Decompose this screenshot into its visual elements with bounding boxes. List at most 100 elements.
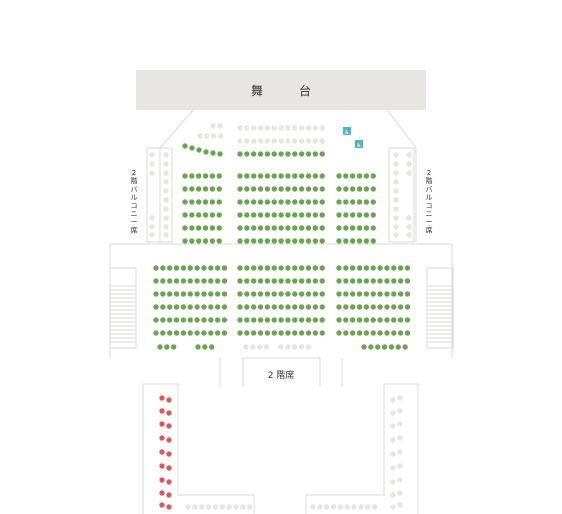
seat[interactable] <box>278 186 284 192</box>
seat[interactable] <box>377 317 383 323</box>
seat[interactable] <box>202 199 209 205</box>
seat[interactable] <box>285 225 291 231</box>
seat[interactable] <box>244 186 250 192</box>
seat[interactable] <box>237 291 243 297</box>
seat[interactable] <box>305 151 312 157</box>
seat[interactable] <box>264 238 271 244</box>
seat[interactable] <box>187 265 193 271</box>
seat[interactable] <box>159 490 165 496</box>
seat[interactable] <box>157 344 163 350</box>
seat[interactable] <box>216 199 222 205</box>
seat[interactable] <box>356 317 363 323</box>
seat[interactable] <box>214 304 221 310</box>
seat[interactable] <box>397 278 404 284</box>
seat[interactable] <box>221 278 228 284</box>
seat[interactable] <box>298 330 305 336</box>
seat[interactable] <box>350 212 356 218</box>
seat[interactable] <box>363 238 370 244</box>
seat[interactable] <box>298 225 305 231</box>
seat[interactable] <box>180 291 187 297</box>
seat[interactable] <box>312 291 319 297</box>
seat[interactable] <box>336 330 342 336</box>
seat[interactable] <box>237 278 243 284</box>
seat[interactable] <box>363 212 370 218</box>
seat[interactable] <box>153 291 159 297</box>
seat[interactable] <box>343 238 349 244</box>
seat[interactable] <box>343 225 349 231</box>
seat[interactable] <box>153 278 159 284</box>
seat[interactable] <box>182 212 188 218</box>
seat[interactable] <box>237 173 243 179</box>
seat[interactable] <box>298 151 305 157</box>
seat[interactable] <box>257 278 264 284</box>
seat[interactable] <box>336 173 342 179</box>
seat[interactable] <box>278 291 284 297</box>
seat[interactable] <box>404 265 411 271</box>
seat[interactable] <box>160 291 166 297</box>
seat[interactable] <box>285 291 291 297</box>
seat[interactable] <box>298 278 305 284</box>
seat[interactable] <box>189 199 195 205</box>
seat[interactable] <box>292 330 298 336</box>
seat[interactable] <box>244 173 250 179</box>
seat[interactable] <box>244 151 250 157</box>
seat[interactable] <box>404 317 411 323</box>
seat[interactable] <box>336 238 342 244</box>
seat[interactable] <box>370 199 376 205</box>
seat[interactable] <box>285 330 291 336</box>
seat[interactable] <box>208 278 214 284</box>
seat[interactable] <box>356 212 363 218</box>
seat[interactable] <box>195 344 201 350</box>
seat[interactable] <box>202 173 209 179</box>
seat[interactable] <box>251 151 257 157</box>
seat[interactable] <box>271 317 277 323</box>
seat[interactable] <box>370 265 376 271</box>
seat[interactable] <box>210 150 216 156</box>
seat[interactable] <box>312 238 319 244</box>
seat[interactable] <box>173 304 180 310</box>
seat[interactable] <box>312 199 319 205</box>
seat[interactable] <box>298 173 305 179</box>
seat[interactable] <box>187 304 193 310</box>
seat[interactable] <box>244 238 250 244</box>
seat[interactable] <box>166 451 172 457</box>
seat[interactable] <box>298 186 305 192</box>
seat[interactable] <box>319 238 325 244</box>
seat[interactable] <box>209 173 216 179</box>
seat[interactable] <box>285 317 291 323</box>
seat[interactable] <box>370 225 376 231</box>
seat[interactable] <box>271 330 277 336</box>
seat[interactable] <box>159 395 165 401</box>
seat[interactable] <box>343 186 349 192</box>
seat[interactable] <box>305 304 312 310</box>
seat[interactable] <box>319 151 325 157</box>
seat[interactable] <box>167 278 173 284</box>
seat[interactable] <box>377 304 383 310</box>
seat[interactable] <box>312 317 319 323</box>
seat[interactable] <box>350 265 356 271</box>
seat[interactable] <box>336 265 342 271</box>
seat[interactable] <box>285 304 291 310</box>
seat[interactable] <box>251 212 257 218</box>
seat[interactable] <box>278 199 284 205</box>
seat[interactable] <box>271 278 277 284</box>
seat[interactable] <box>194 304 200 310</box>
seat[interactable] <box>244 317 250 323</box>
seat[interactable] <box>285 238 291 244</box>
seat[interactable] <box>251 278 257 284</box>
seat[interactable] <box>356 186 363 192</box>
seat[interactable] <box>319 225 325 231</box>
seat[interactable] <box>202 344 208 350</box>
seat[interactable] <box>257 238 264 244</box>
seat[interactable] <box>278 278 284 284</box>
seat[interactable] <box>343 304 349 310</box>
seat[interactable] <box>237 212 243 218</box>
seat[interactable] <box>264 212 271 218</box>
seat[interactable] <box>343 317 349 323</box>
seat[interactable] <box>209 238 216 244</box>
seat[interactable] <box>180 278 187 284</box>
seat[interactable] <box>237 330 243 336</box>
seat[interactable] <box>264 265 271 271</box>
seat[interactable] <box>167 291 173 297</box>
seat[interactable] <box>292 278 298 284</box>
